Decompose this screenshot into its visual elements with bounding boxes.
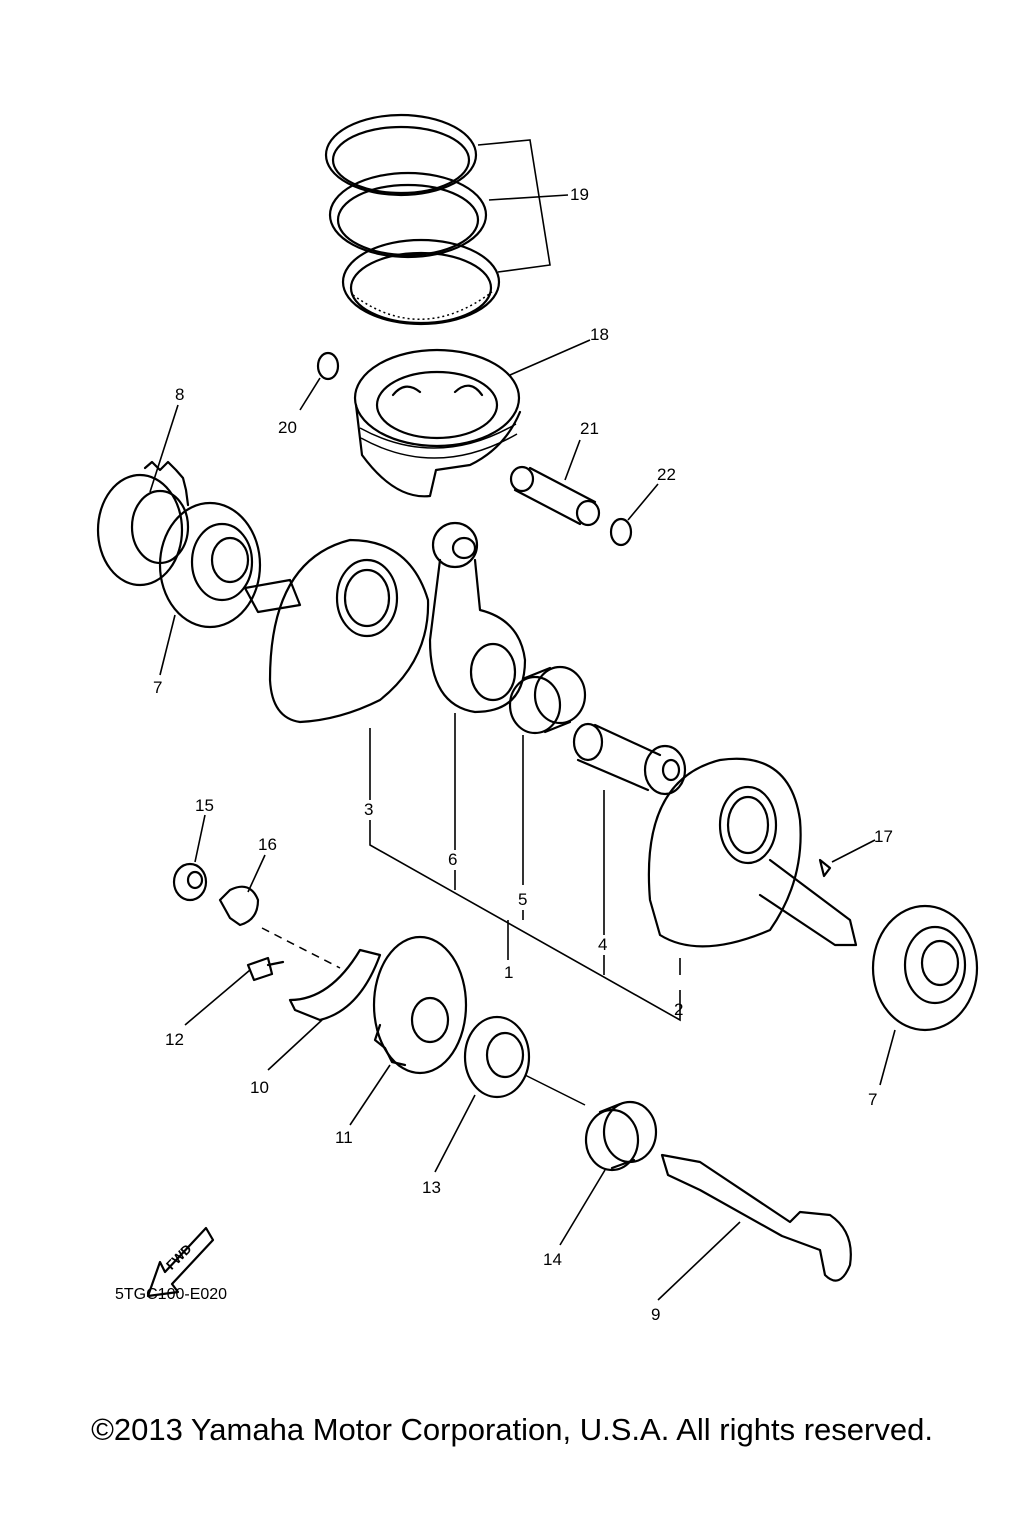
balancer-weight bbox=[261, 927, 382, 1022]
drive-gear bbox=[96, 460, 190, 587]
callout-20: 20 bbox=[278, 418, 297, 437]
callout-22: 22 bbox=[657, 465, 676, 484]
callout-7-right: 7 bbox=[868, 1090, 877, 1109]
callout-16: 16 bbox=[258, 835, 277, 854]
callout-15: 15 bbox=[195, 796, 214, 815]
leader-lines bbox=[149, 139, 896, 1301]
balancer-drive-gear bbox=[372, 935, 468, 1075]
callout-19: 19 bbox=[570, 185, 589, 204]
main-bearing-right bbox=[871, 904, 979, 1032]
callout-7-left: 7 bbox=[153, 678, 162, 697]
callout-3: 3 bbox=[364, 800, 373, 819]
main-bearing-left bbox=[158, 501, 262, 629]
piston bbox=[353, 348, 522, 498]
callout-17: 17 bbox=[874, 827, 893, 846]
callout-2: 2 bbox=[674, 1000, 683, 1019]
callout-21: 21 bbox=[580, 419, 599, 438]
callout-11: 11 bbox=[335, 1128, 353, 1147]
fwd-arrow-icon: FWD bbox=[146, 1226, 215, 1298]
bolt bbox=[246, 956, 285, 982]
copyright-notice: ©2013 Yamaha Motor Corporation, U.S.A. A… bbox=[91, 1412, 933, 1447]
callout-13: 13 bbox=[422, 1178, 441, 1197]
piston-pin-and-clips bbox=[316, 351, 633, 547]
callout-labels: 1 2 3 4 5 6 7 7 8 9 10 11 12 13 14 15 16… bbox=[153, 185, 893, 1324]
callout-10: 10 bbox=[250, 1078, 269, 1097]
connecting-rod bbox=[428, 521, 527, 714]
callout-6: 6 bbox=[448, 850, 457, 869]
assembly-bracket bbox=[369, 713, 681, 1022]
callout-5: 5 bbox=[518, 890, 527, 909]
callout-4: 4 bbox=[598, 935, 607, 954]
callout-9: 9 bbox=[651, 1305, 660, 1324]
collar bbox=[584, 1100, 658, 1172]
crank-half-right bbox=[647, 757, 858, 948]
balancer-bearing bbox=[463, 1015, 586, 1106]
callout-1: 1 bbox=[504, 963, 513, 982]
piston-rings bbox=[324, 113, 501, 326]
drawing-code: 5TGC100-E020 bbox=[115, 1286, 227, 1303]
callout-8: 8 bbox=[175, 385, 184, 404]
nut bbox=[172, 862, 208, 902]
balancer-shaft bbox=[660, 1153, 852, 1282]
crank-pin bbox=[572, 722, 687, 796]
needle-bearing bbox=[508, 665, 587, 735]
callout-14: 14 bbox=[543, 1250, 562, 1269]
lock-washer bbox=[218, 885, 260, 927]
crank-half-left bbox=[243, 538, 430, 724]
callout-18: 18 bbox=[590, 325, 609, 344]
callout-12: 12 bbox=[165, 1030, 184, 1049]
